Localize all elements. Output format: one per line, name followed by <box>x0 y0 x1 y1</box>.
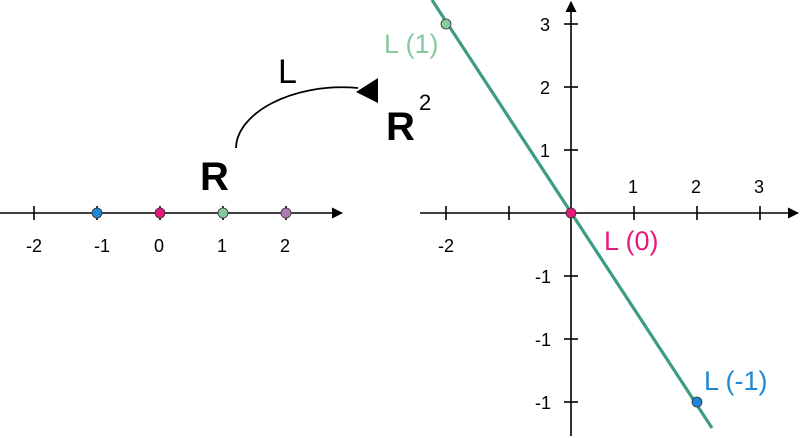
mapping-target-exponent: 2 <box>419 90 431 115</box>
number-line-point-two <box>280 207 292 219</box>
plane-point-l-of-one <box>440 18 452 30</box>
plane-point-l-of-zero <box>565 207 577 219</box>
plane-point-label-l-of-zero: L (0) <box>604 226 659 256</box>
number-line-point-one <box>217 207 229 219</box>
number-line-point-minus-one <box>91 207 103 219</box>
plane-y-tick-label: 2 <box>540 78 550 98</box>
coordinate-plane: -2 1 2 3 3 2 1 -1 -1 -1 L (1) L (0) L (-… <box>384 0 800 436</box>
plane-x-tick-label: 3 <box>754 177 764 197</box>
plane-y-tick-label: 1 <box>540 141 550 161</box>
number-line-tick-label: -2 <box>26 236 42 256</box>
plane-y-tick-label: -1 <box>535 330 551 350</box>
number-line-set-label: R <box>200 155 229 199</box>
plane-y-tick-label: -1 <box>535 267 551 287</box>
mapping-arrowhead <box>356 78 378 103</box>
plane-y-tick-label: 3 <box>540 15 550 35</box>
plane-point-label-l-of-minus-one: L (-1) <box>704 366 768 396</box>
number-line-tick-label: 2 <box>280 236 290 256</box>
number-line-tick-label: -1 <box>94 236 110 256</box>
mapping-target-label: R <box>386 105 415 149</box>
mapping-curve <box>235 86 359 149</box>
mapping-arrow: L R 2 <box>235 53 431 149</box>
number-line-tick-label: 1 <box>217 236 227 256</box>
mapping-label: L <box>278 53 297 91</box>
number-line: -2 -1 0 1 2 R <box>0 155 344 256</box>
number-line-tick-label: 0 <box>154 236 164 256</box>
plane-point-label-l-of-one: L (1) <box>384 29 439 59</box>
plane-y-tick-label: -1 <box>535 393 551 413</box>
plane-x-tick-label: 2 <box>691 177 701 197</box>
plane-x-tick-label: 1 <box>628 177 638 197</box>
plane-point-l-of-minus-one <box>691 396 703 408</box>
number-line-point-zero <box>154 207 166 219</box>
plane-x-tick-label: -2 <box>438 236 454 256</box>
